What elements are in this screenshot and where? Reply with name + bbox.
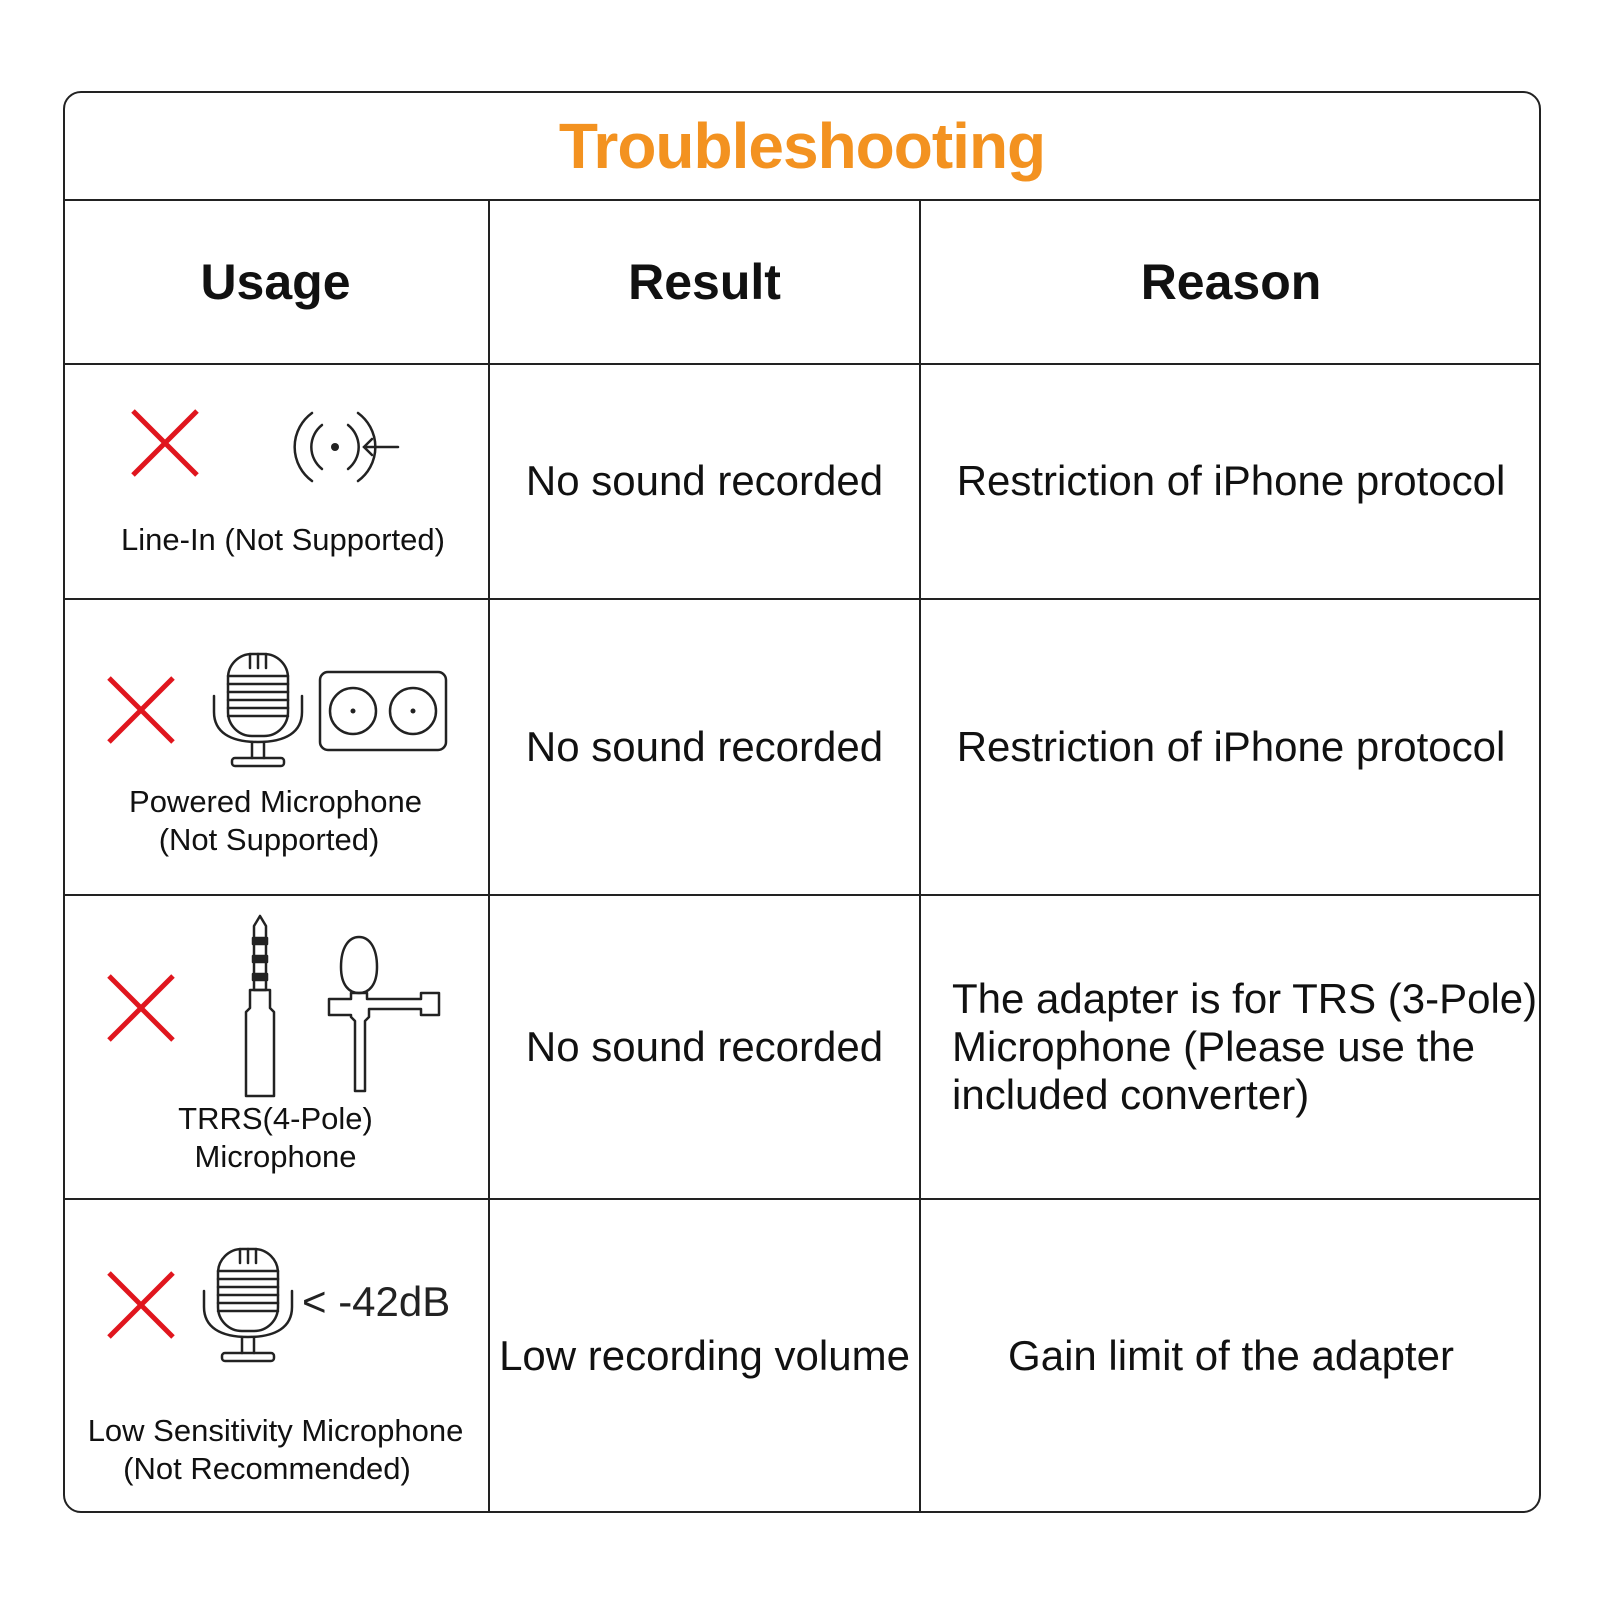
header-usage: Usage <box>200 254 351 310</box>
result-text: No sound recorded <box>525 1022 884 1070</box>
result-text: No sound recorded <box>525 722 884 770</box>
reason-text-block: The adapter is for TRS (3-Pole) Micropho… <box>921 896 1541 1198</box>
reason-line: included converter) <box>952 1071 1310 1119</box>
usage-label: Powered Microphone <box>129 784 422 819</box>
divider <box>63 1198 1541 1200</box>
result-text: No sound recorded <box>525 457 884 505</box>
header-result: Result <box>628 254 781 310</box>
usage-label: (Not Supported) <box>158 822 380 857</box>
divider <box>488 201 490 1513</box>
usage-label: (Not Recommended) <box>123 1451 411 1486</box>
cross-icon <box>107 676 175 744</box>
reason-text: Gain limit of the adapter <box>1008 1332 1454 1380</box>
usage-label: TRRS(4-Pole) <box>178 1101 373 1136</box>
cross-icon <box>131 409 199 477</box>
reason-line: Microphone (Please use the <box>952 1022 1475 1070</box>
page-title: Troubleshooting <box>558 110 1046 182</box>
cross-icon <box>107 1271 175 1339</box>
usage-label: Microphone <box>194 1139 357 1174</box>
divider <box>919 201 921 1513</box>
power-supply-box-icon <box>318 670 448 752</box>
divider <box>63 199 1541 201</box>
header-reason: Reason <box>1140 254 1322 310</box>
reason-text: Restriction of iPhone protocol <box>956 722 1506 770</box>
line-in-signal-icon <box>293 411 400 483</box>
result-text: Low recording volume <box>499 1332 910 1380</box>
studio-microphone-icon <box>212 652 304 768</box>
sensitivity-threshold: < -42dB <box>302 1278 451 1325</box>
usage-label: Line-In (Not Supported) <box>121 522 445 557</box>
table-frame <box>63 91 1541 1513</box>
reason-line: The adapter is for TRS (3-Pole) <box>952 974 1538 1022</box>
divider <box>63 598 1541 600</box>
reason-text: Restriction of iPhone protocol <box>956 457 1506 505</box>
usage-label: Low Sensitivity Microphone <box>87 1413 464 1448</box>
trrs-plug-icon <box>244 914 276 1098</box>
studio-microphone-icon <box>202 1247 294 1363</box>
cross-icon <box>107 974 175 1042</box>
divider <box>63 363 1541 365</box>
divider <box>63 894 1541 896</box>
lavalier-microphone-icon <box>327 935 441 1093</box>
